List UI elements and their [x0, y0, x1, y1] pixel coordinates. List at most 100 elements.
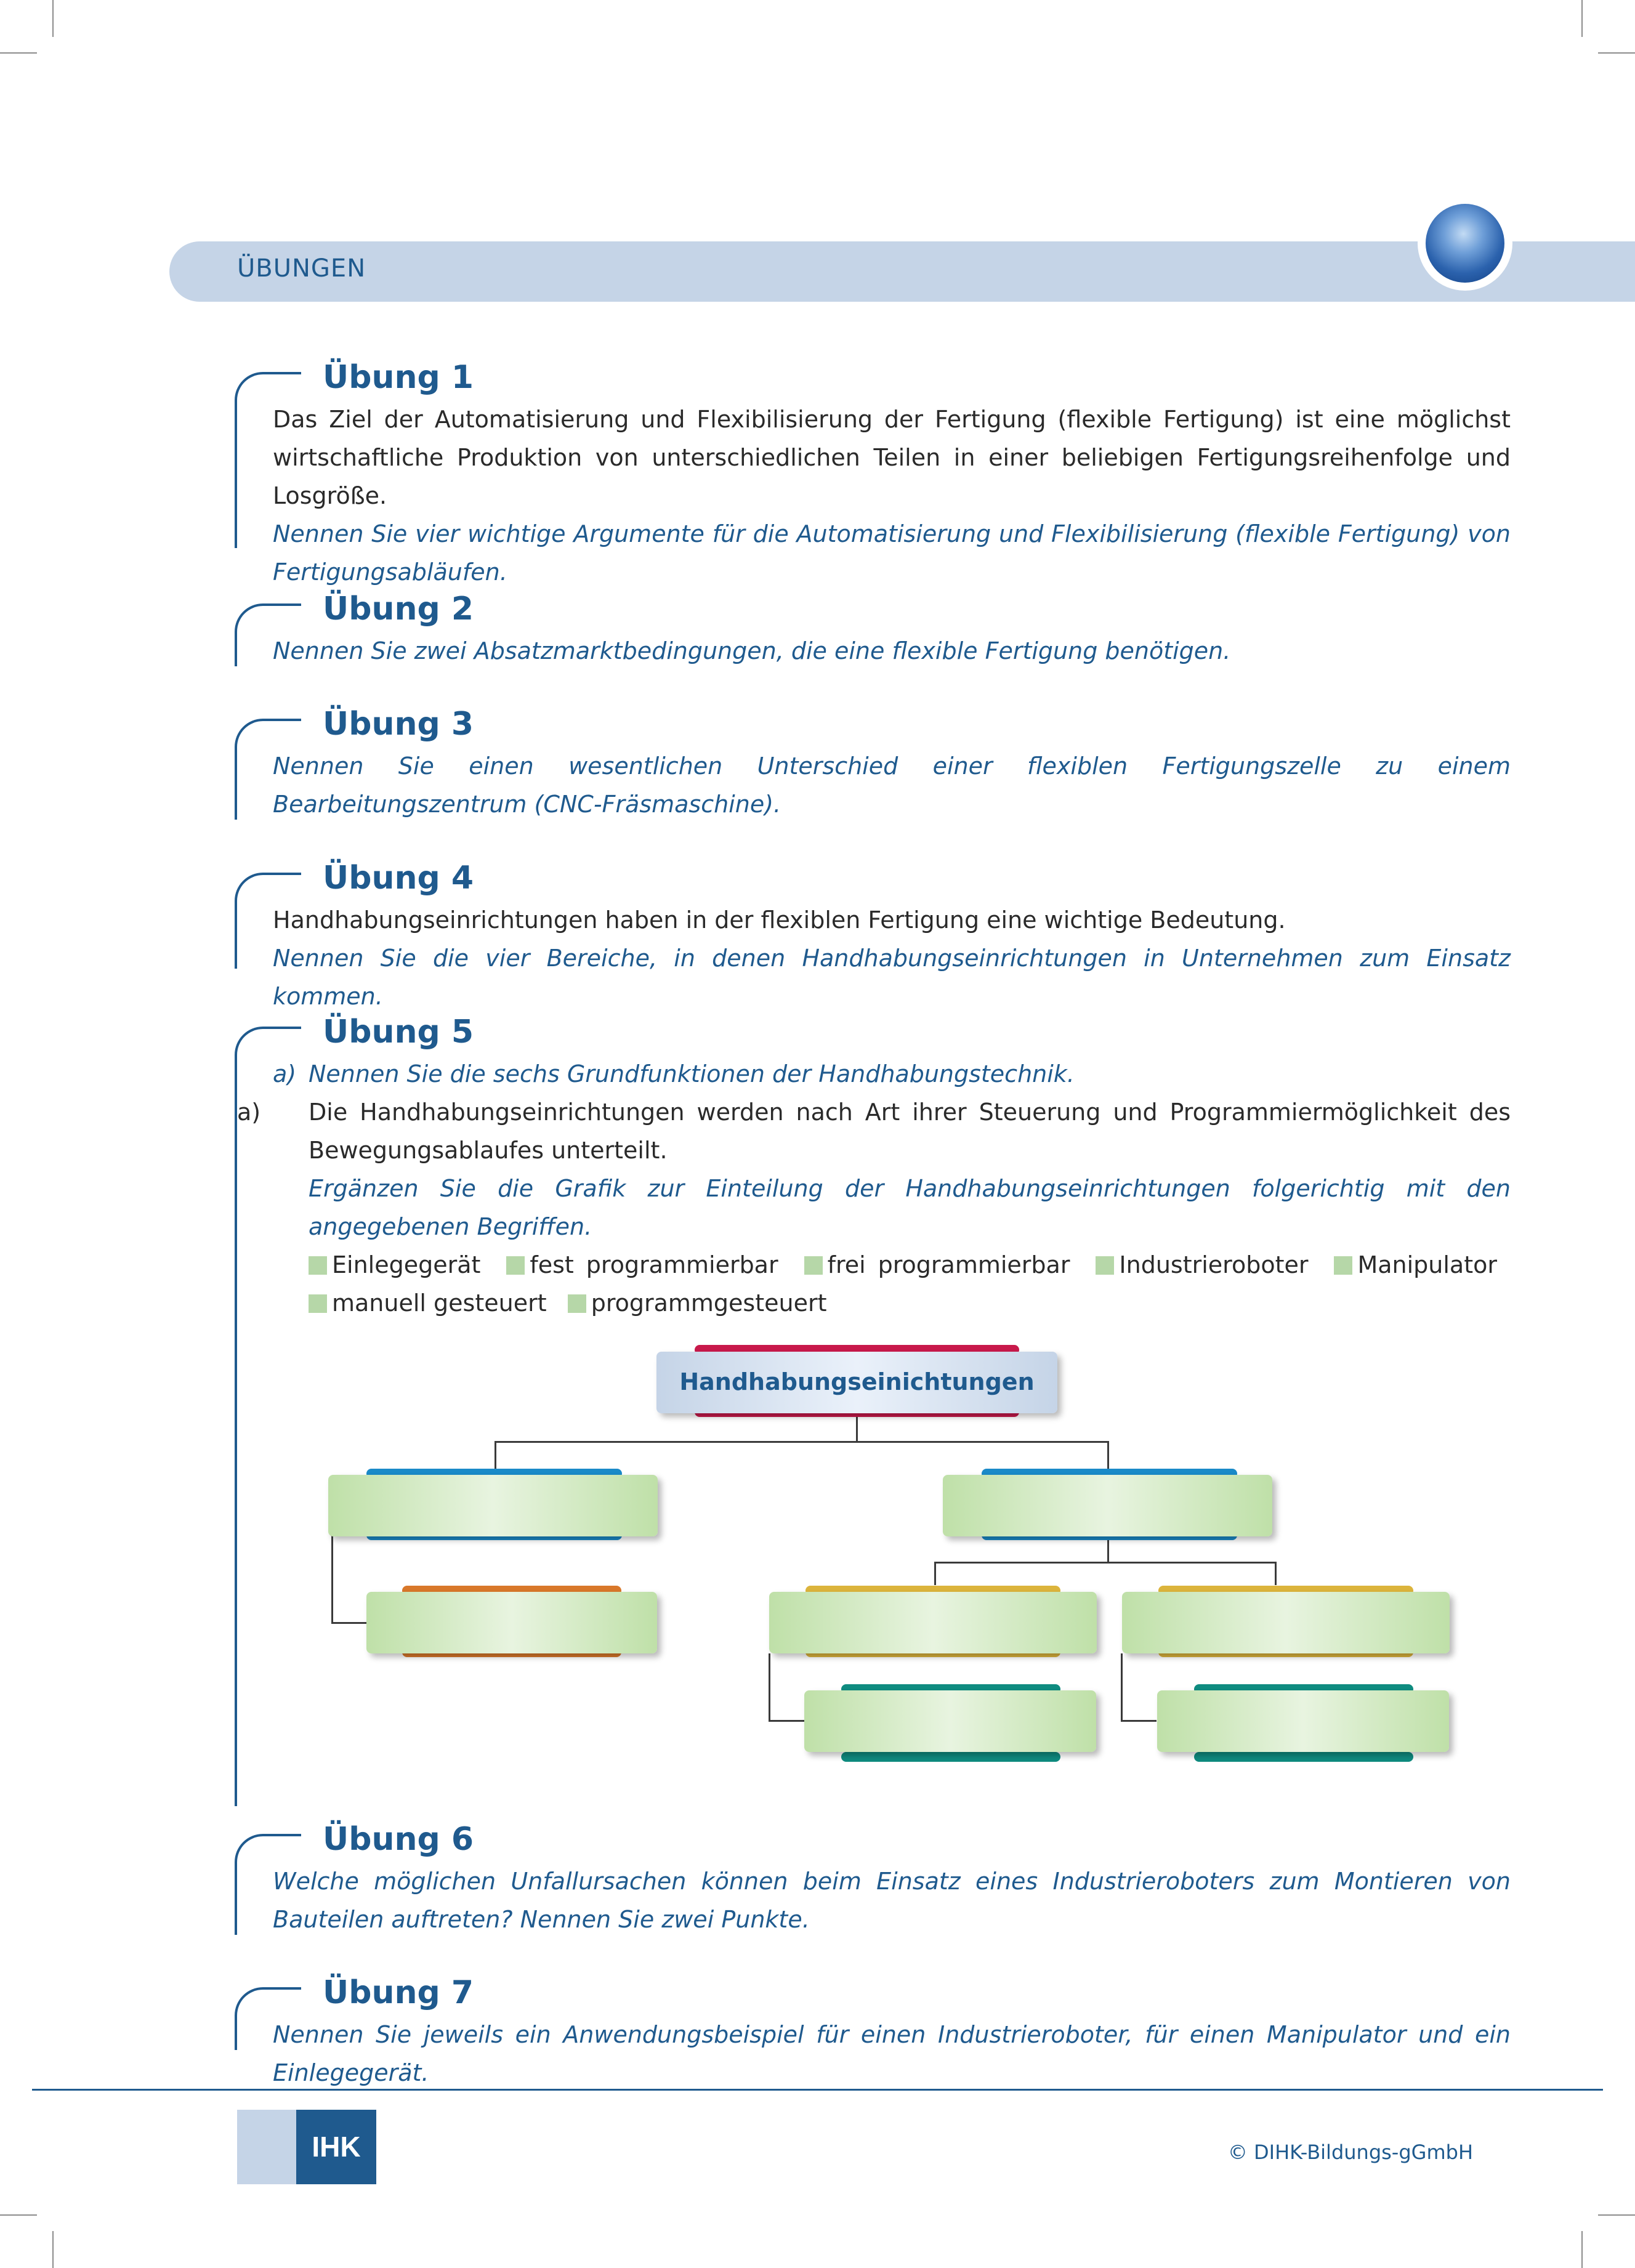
crop-mark	[1581, 2231, 1583, 2268]
term-label: Manipulator	[1357, 1251, 1497, 1278]
exercise-bracket	[235, 873, 301, 969]
crop-mark	[1598, 52, 1635, 54]
connector-line	[1107, 1441, 1109, 1475]
exercise-task: Nennen Sie jeweils ein Anwendungsbeispie…	[273, 2021, 1511, 2086]
exercise-text-a2: a)Die Handhabungseinrichtungen werden na…	[237, 1093, 1511, 1169]
term-marker	[309, 1256, 327, 1275]
node-cap	[982, 1469, 1237, 1479]
exercise-title: Übung 3	[323, 706, 474, 743]
connector-line	[1107, 1533, 1109, 1563]
empty-node	[328, 1475, 658, 1536]
copyright-text: © DIHK-Bildungs-gGmbH	[1227, 2141, 1473, 2164]
crop-mark	[0, 52, 37, 54]
term-item: Einlegegerät	[309, 1251, 480, 1278]
root-node-cap	[695, 1345, 1019, 1355]
empty-node	[1122, 1592, 1450, 1653]
exercise-bracket	[235, 372, 301, 548]
exercise-bracket	[235, 1834, 301, 1935]
exercise-body: a) Nennen Sie die sechs Grundfunktionen d…	[237, 1055, 1511, 1322]
exercise-title: Übung 5	[323, 1014, 474, 1051]
connector-line	[1121, 1720, 1157, 1722]
exercise-body: Nennen Sie jeweils ein Anwendungsbeispie…	[273, 2016, 1511, 2092]
connector-line	[934, 1562, 1277, 1564]
term-item: manuell gesteuert	[309, 1289, 547, 1317]
empty-node	[769, 1592, 1097, 1653]
term-label: manuell gesteuert	[332, 1289, 547, 1317]
term-label: programmgesteuert	[591, 1289, 827, 1317]
exercise-title: Übung 2	[323, 591, 474, 628]
section-title: ÜBUNGEN	[237, 254, 366, 283]
empty-node	[1157, 1690, 1449, 1752]
section-bullet-icon	[1426, 204, 1504, 283]
crop-mark	[0, 2214, 37, 2216]
exercise-task-a1: a) Nennen Sie die sechs Grundfunktionen d…	[273, 1055, 1511, 1093]
item-label: a)	[273, 1060, 297, 1088]
exercise-task: Nennen Sie vier wichtige Argumente für d…	[273, 520, 1511, 586]
node-cap	[1194, 1684, 1413, 1694]
root-node	[656, 1352, 1057, 1413]
exercise-bracket	[235, 719, 301, 820]
term-marker	[1096, 1256, 1115, 1275]
exercise-body: Nennen Sie zwei Absatzmarktbedingungen, …	[273, 632, 1511, 670]
node-cap	[402, 1647, 621, 1657]
connector-line	[495, 1441, 496, 1475]
node-cap	[805, 1647, 1060, 1657]
connector-line	[1275, 1562, 1277, 1585]
exercise-bracket	[235, 1027, 301, 1806]
term-item: Manipulator	[1334, 1251, 1497, 1278]
term-item: programmgesteuert	[567, 1289, 827, 1317]
connector-line	[934, 1562, 936, 1585]
root-node-label: Handhabungseinichtungen	[679, 1368, 1035, 1395]
exercise-text: Das Ziel der Automatisierung und Flexibi…	[273, 406, 1511, 509]
exercise-body: Welche möglichen Unfallursachen können b…	[273, 1862, 1511, 1939]
term-item: Industrieroboter	[1096, 1251, 1308, 1278]
exercise-body: Handhabungseinrichtungen haben in der fl…	[273, 901, 1511, 1015]
crop-mark	[1598, 2214, 1635, 2216]
exercise-body: Das Ziel der Automatisierung und Flexibi…	[273, 400, 1511, 591]
term-marker	[506, 1256, 525, 1275]
empty-node	[366, 1592, 657, 1653]
footer-rule	[32, 2089, 1603, 2091]
connector-line	[856, 1413, 858, 1442]
node-cap	[1158, 1586, 1413, 1596]
empty-node	[943, 1475, 1272, 1536]
exercise-title: Übung 7	[323, 1974, 474, 2011]
term-label: Industrieroboter	[1119, 1251, 1309, 1278]
node-cap	[1194, 1752, 1413, 1762]
term-item: frei programmierbar	[804, 1251, 1070, 1278]
connector-line	[1121, 1653, 1123, 1721]
term-label: fest programmierbar	[530, 1251, 778, 1278]
root-node-cap	[695, 1407, 1019, 1417]
exercise-task: Nennen Sie einen wesentlichen Unterschie…	[273, 753, 1511, 818]
crop-mark	[52, 2231, 54, 2268]
exercise-body: Nennen Sie einen wesentlichen Unterschie…	[273, 747, 1511, 823]
term-marker	[804, 1256, 823, 1275]
exercise-bracket	[235, 603, 301, 666]
term-label: frei programmierbar	[827, 1251, 1070, 1278]
exercise-text: Handhabungseinrichtungen haben in der fl…	[273, 906, 1286, 934]
connector-line	[769, 1720, 804, 1722]
term-marker	[309, 1294, 327, 1313]
item-text: Nennen Sie die sechs Grundfunktionen der…	[309, 1060, 1075, 1088]
exercise-task: Nennen Sie zwei Absatzmarktbedingungen, …	[273, 637, 1231, 664]
exercise-bracket	[235, 1987, 301, 2050]
exercise-title: Übung 6	[323, 1821, 474, 1858]
exercise-task: Nennen Sie die vier Bereiche, in denen H…	[273, 945, 1511, 1010]
ihk-logo: IHK	[296, 2110, 376, 2184]
item-label: a)	[237, 1099, 261, 1126]
connector-line	[331, 1533, 333, 1623]
section-header-band	[169, 241, 1635, 302]
exercise-title: Übung 1	[323, 359, 474, 396]
term-marker	[1334, 1256, 1353, 1275]
node-cap	[982, 1530, 1237, 1540]
connector-line	[769, 1653, 770, 1721]
node-cap	[1158, 1647, 1413, 1657]
node-cap	[841, 1752, 1060, 1762]
crop-mark	[52, 0, 54, 37]
crop-mark	[1581, 0, 1583, 37]
node-cap	[366, 1530, 622, 1540]
node-cap	[841, 1684, 1060, 1694]
term-label: Einlegegerät	[332, 1251, 481, 1278]
exercise-title: Übung 4	[323, 860, 474, 897]
exercise-task-a2: Ergänzen Sie die Grafik zur Einteilung d…	[309, 1175, 1511, 1240]
